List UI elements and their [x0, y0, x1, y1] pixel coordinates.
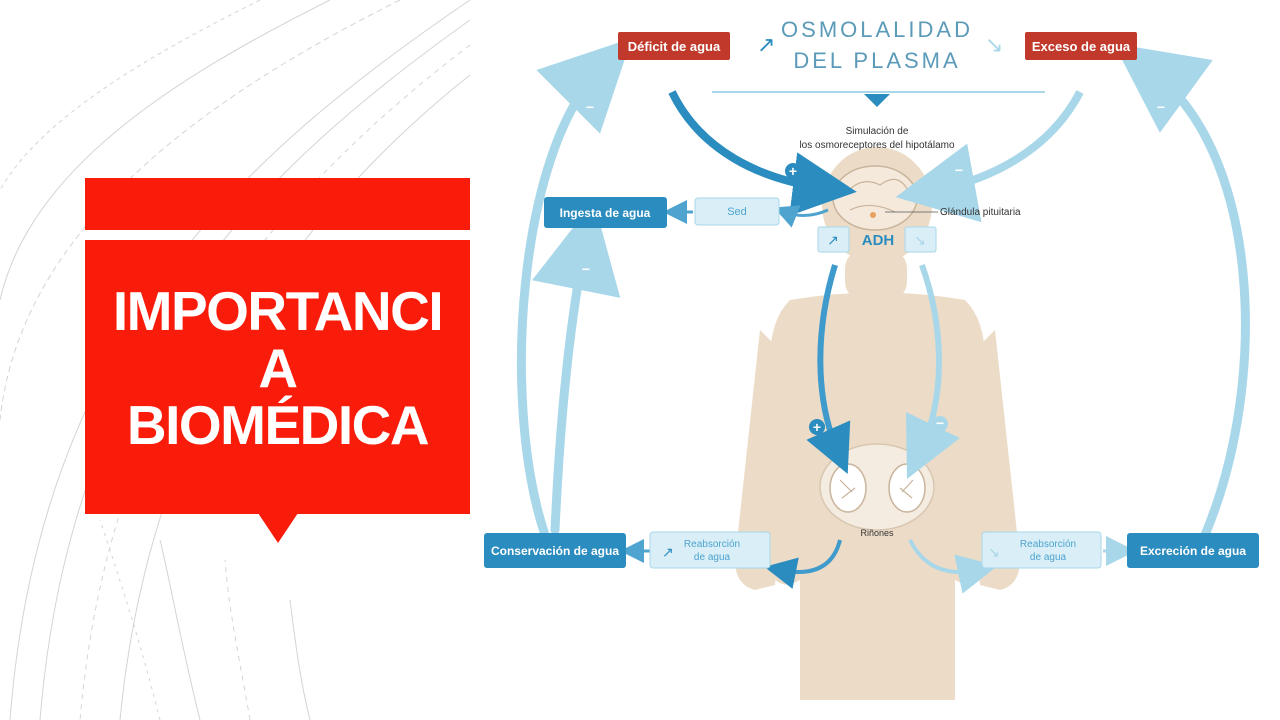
decorative-arcs — [0, 0, 471, 720]
arrow-kidney-to-right-reabsorption — [908, 539, 998, 594]
svg-text:−: − — [1157, 99, 1165, 115]
slide-title-line: IMPORTANCI — [112, 280, 444, 342]
svg-text:−: − — [936, 415, 944, 431]
arrow-conservation-to-deficit — [516, 38, 632, 540]
reabsorption-right-label-line1: Reabsorción — [1020, 539, 1076, 550]
osmolality-diagram: OSMOLALIDAD DEL PLASMA ↗ ↘ Déficit de ag… — [484, 17, 1259, 700]
stimulation-label-line1: Simulación de — [846, 126, 909, 137]
adh-increase-box — [817, 226, 850, 253]
arrow-kidney-to-left-reabsorption — [764, 539, 842, 589]
conservation-label: Conservación de agua — [491, 544, 619, 558]
arc-line — [159, 539, 201, 720]
slide-title-line: BIOMÉDICA — [126, 394, 430, 456]
svg-text:−: − — [586, 99, 594, 115]
svg-text:−: − — [582, 261, 590, 277]
thirst-box — [694, 197, 780, 226]
svg-text:+: + — [813, 419, 821, 435]
arrow-excretion-to-excess — [1113, 43, 1250, 540]
reabsorption-left-label-line1: Reabsorción — [684, 539, 740, 550]
reabsorption-left-icon: ↗ — [662, 544, 674, 560]
reabsorption-left-label-line2: de agua — [694, 552, 731, 563]
header-title-line1: OSMOLALIDAD — [781, 17, 973, 42]
arrow-brain-to-thirst — [773, 205, 829, 228]
title-accent-strip — [85, 178, 470, 230]
minus-badge: − — [578, 261, 594, 278]
svg-text:+: + — [789, 163, 797, 179]
water-intake-label: Ingesta de agua — [560, 206, 651, 220]
arc-line — [0, 0, 401, 421]
arc-line — [0, 0, 261, 191]
arc-line — [0, 0, 331, 301]
adh-label: ADH — [862, 232, 895, 249]
reabsorption-right-icon: ↘ — [988, 544, 1000, 560]
conservation-box — [484, 533, 626, 568]
plus-badge: + — [809, 419, 825, 435]
excretion-box — [1127, 533, 1259, 568]
stimulation-label-line2: los osmoreceptores del hipotálamo — [799, 140, 955, 151]
arc-line — [99, 519, 161, 720]
arrow-deficit-to-brain — [668, 90, 857, 216]
reabsorption-right-box — [981, 531, 1102, 569]
minus-badge: − — [951, 162, 967, 179]
arc-line — [224, 559, 251, 720]
water-intake-box — [544, 197, 667, 228]
arc-line — [289, 599, 311, 720]
excess-box — [1025, 32, 1137, 60]
slide-title-line: A — [258, 337, 298, 399]
slide-title: IMPORTANCI A BIOMÉDICA — [85, 283, 470, 454]
brain-illustration — [832, 165, 918, 231]
callout-pointer — [258, 513, 298, 543]
adh-increase-icon: ↗ — [827, 232, 839, 248]
header-title-line2: DEL PLASMA — [793, 48, 960, 73]
deficit-label: Déficit de agua — [628, 39, 721, 54]
pituitary-label: Glándula pituitaria — [940, 207, 1021, 218]
svg-text:−: − — [955, 162, 963, 178]
arrow-adh-increase — [806, 264, 851, 474]
deficit-box — [618, 32, 730, 60]
title-callout-box — [85, 240, 470, 514]
reabsorption-left-box — [649, 531, 771, 569]
thirst-label: Sed — [727, 206, 747, 218]
adh-decrease-box — [904, 226, 937, 253]
arrow-down-icon: ↘ — [985, 32, 1003, 57]
feedback-arrows — [516, 38, 1250, 540]
kidneys-illustration — [819, 443, 935, 531]
arrow-excess-to-brain — [895, 90, 1084, 223]
kidneys-label: Riñones — [860, 528, 894, 538]
minus-badge: − — [932, 415, 948, 432]
excretion-label: Excreción de agua — [1140, 544, 1246, 558]
minus-badge: − — [1153, 99, 1169, 116]
plus-badge: + — [785, 163, 801, 179]
excess-label: Exceso de agua — [1032, 39, 1131, 54]
minus-badge: − — [582, 99, 598, 116]
reabsorption-right-label-line2: de agua — [1030, 552, 1067, 563]
arrow-conservation-to-intake — [532, 200, 621, 535]
arc-line — [79, 44, 471, 720]
header-pointer — [864, 94, 890, 107]
arrow-up-icon: ↗ — [757, 32, 775, 57]
arrow-adh-decrease — [905, 264, 961, 480]
adh-decrease-icon: ↘ — [914, 232, 926, 248]
